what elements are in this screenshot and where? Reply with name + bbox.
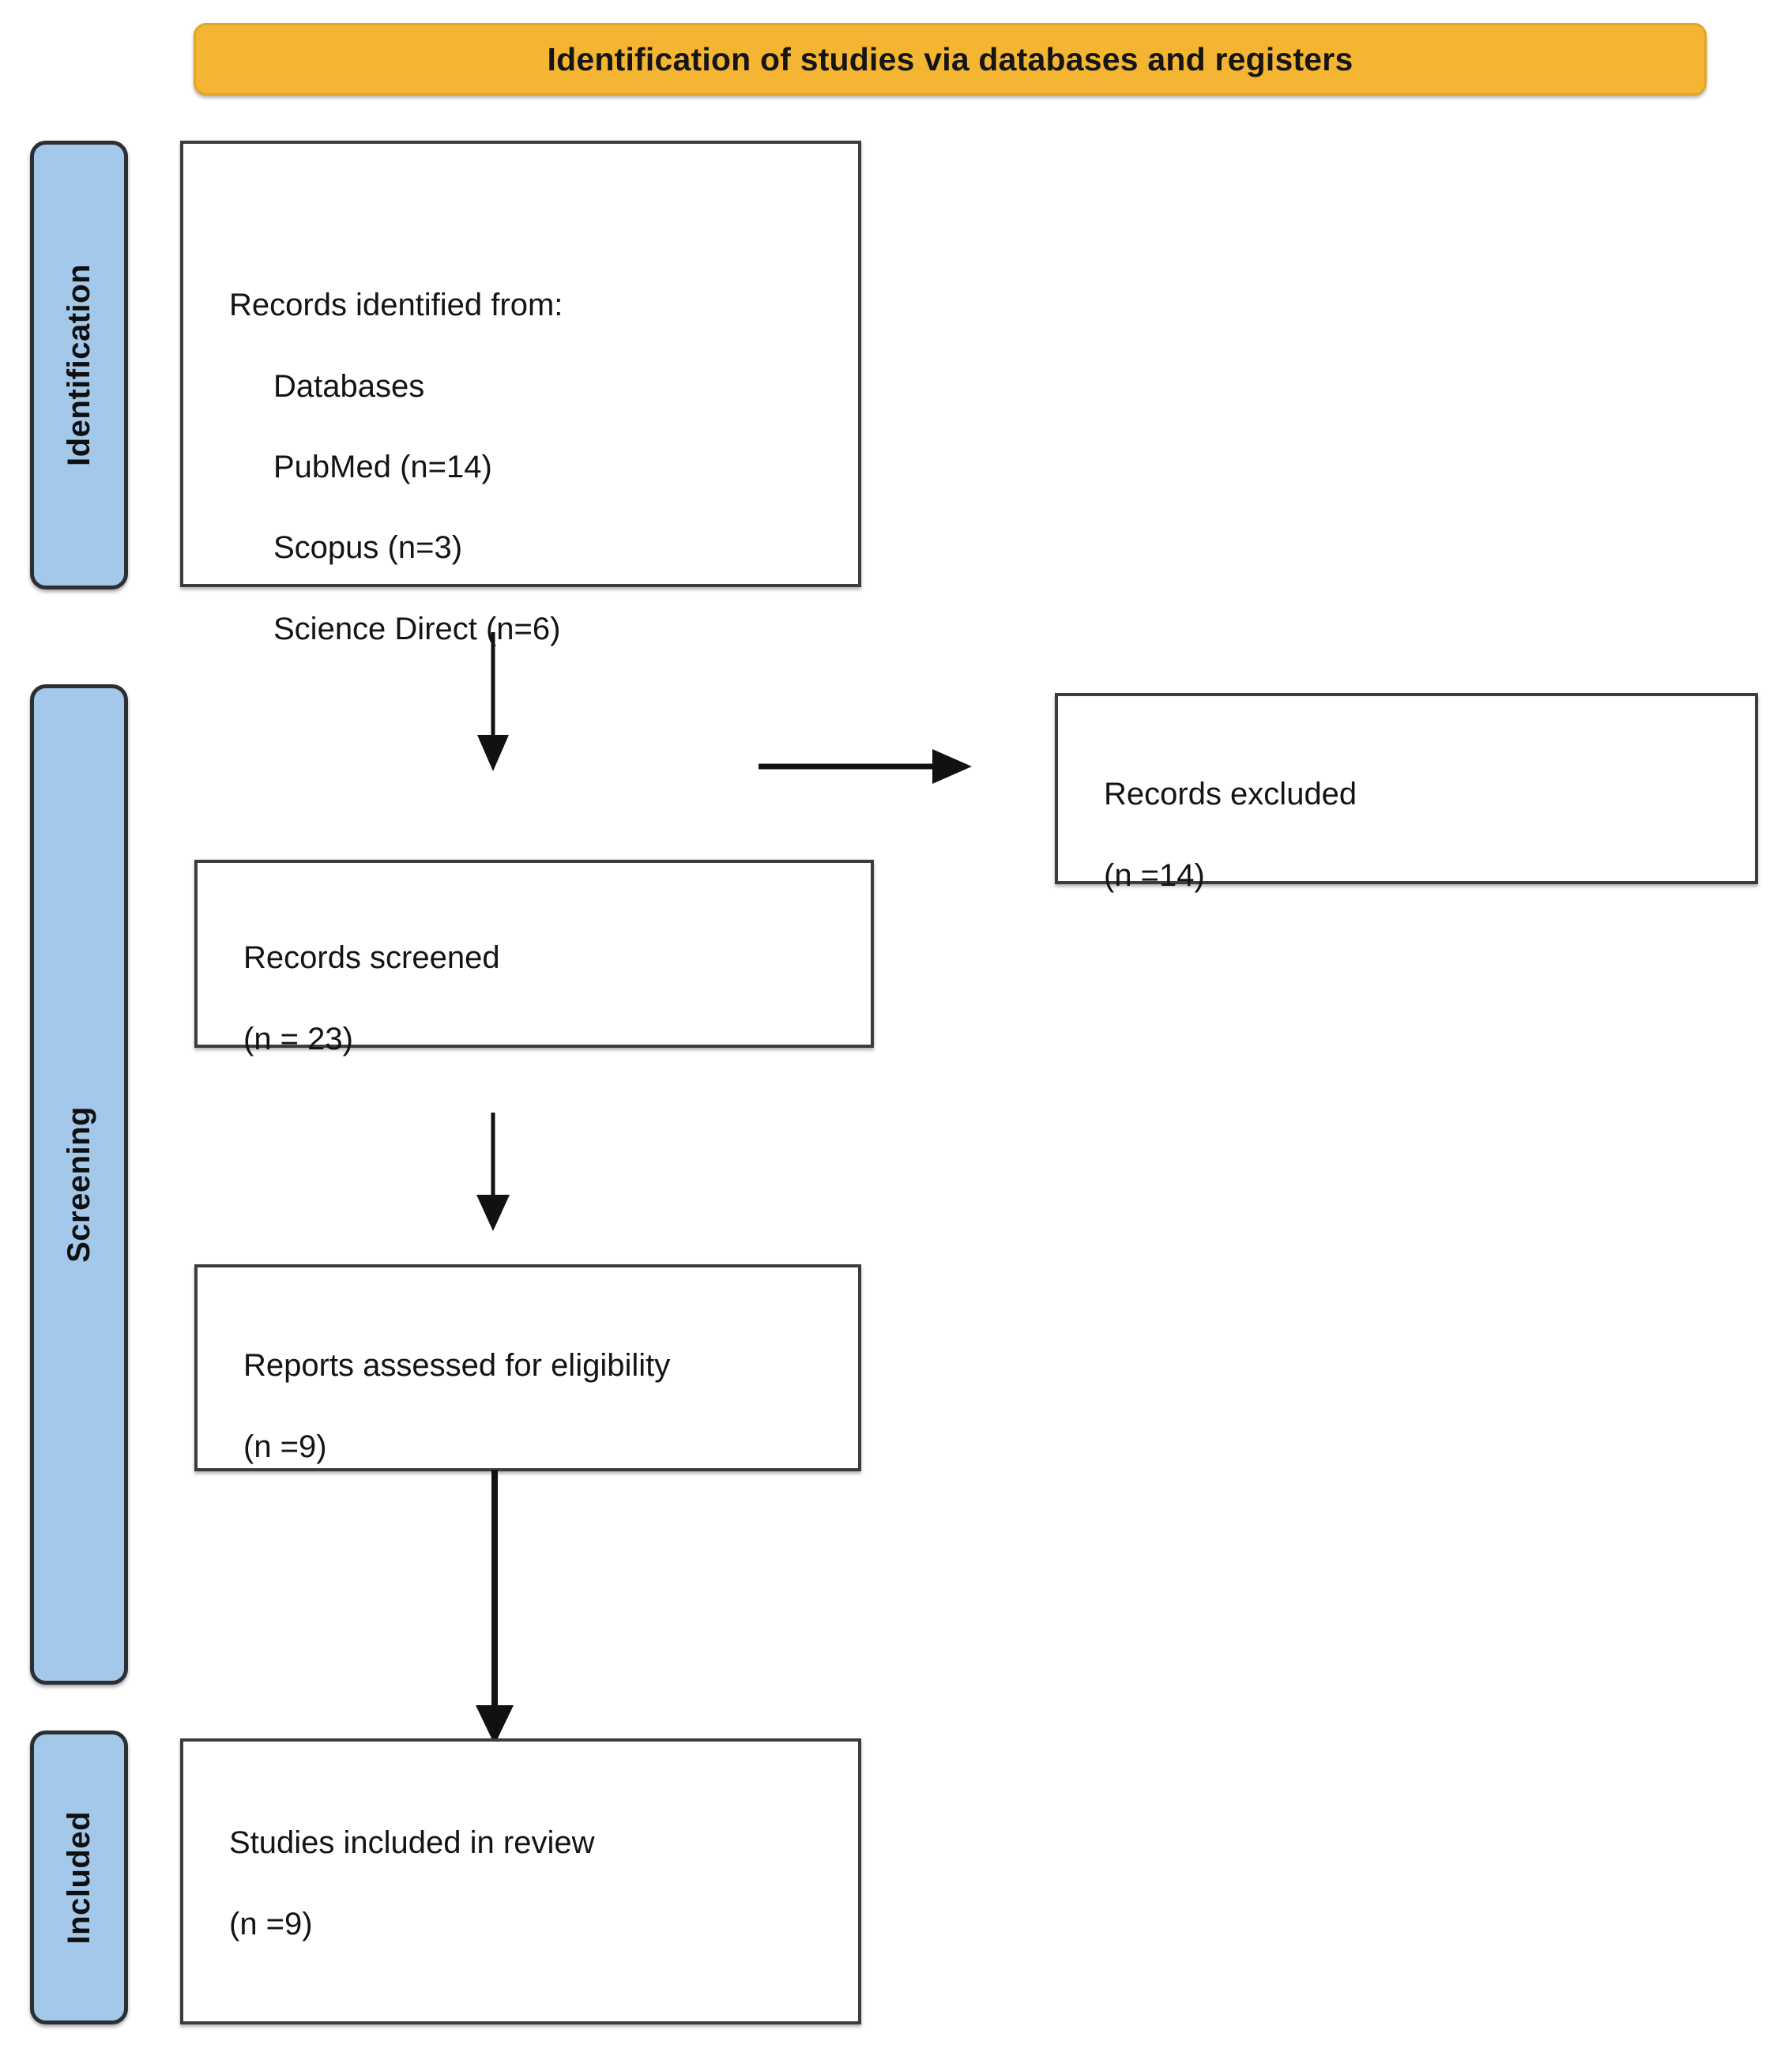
box-records-excluded: Records excluded (n =14) (1055, 693, 1758, 893)
arrow-screened-to-eligibility (469, 1113, 517, 1231)
stage-label-included: Included (61, 1810, 96, 1945)
box-records-identified-text: Records identified from: Databases PubMe… (229, 245, 563, 690)
records-screened-label: Records screened (243, 940, 500, 976)
studies-included-count: (n =9) (229, 1906, 313, 1941)
header-banner-title: Identification of studies via databases … (547, 40, 1353, 77)
records-identified-source-pubmed: PubMed (n=14) (273, 449, 492, 484)
stage-label-screening: Screening (61, 1106, 96, 1263)
stage-label-identification: Identification (61, 264, 96, 466)
records-identified-source-sciencedirect: Science Direct (n=6) (273, 611, 561, 646)
records-identified-source-scopus: Scopus (n=3) (273, 530, 463, 566)
records-excluded-label: Records excluded (1104, 777, 1357, 812)
box-studies-included-text: Studies included in review (n =9) (229, 1783, 594, 1945)
records-excluded-count: (n =14) (1104, 857, 1205, 893)
box-reports-assessed-eligibility: Reports assessed for eligibility (n =9) (194, 1264, 861, 1471)
records-identified-heading: Records identified from: (229, 288, 563, 323)
records-screened-count: (n = 23) (243, 1021, 353, 1056)
box-records-identified: Records identified from: Databases PubMe… (180, 141, 861, 646)
stage-bar-screening: Screening (30, 684, 128, 1685)
arrow-eligibility-to-included (468, 1470, 521, 1745)
records-identified-source-group: Databases (273, 368, 425, 404)
box-reports-assessed-text: Reports assessed for eligibility (n =9) (243, 1305, 670, 1467)
box-records-screened-text: Records screened (n = 23) (243, 898, 500, 1060)
reports-assessed-label: Reports assessed for eligibility (243, 1348, 671, 1384)
box-records-excluded-text: Records excluded (n =14) (1104, 734, 1357, 896)
box-studies-included: Studies included in review (n =9) (180, 1738, 861, 2024)
studies-included-label: Studies included in review (229, 1825, 595, 1861)
box-records-screened: Records screened (n = 23) (194, 860, 874, 1056)
reports-assessed-count: (n =9) (243, 1429, 327, 1464)
stage-bar-identification: Identification (30, 141, 128, 589)
stage-bar-included: Included (30, 1731, 128, 2024)
arrow-screened-to-excluded (759, 743, 972, 790)
header-banner: Identification of studies via databases … (194, 23, 1707, 96)
arrow-identified-to-screened (469, 632, 517, 771)
